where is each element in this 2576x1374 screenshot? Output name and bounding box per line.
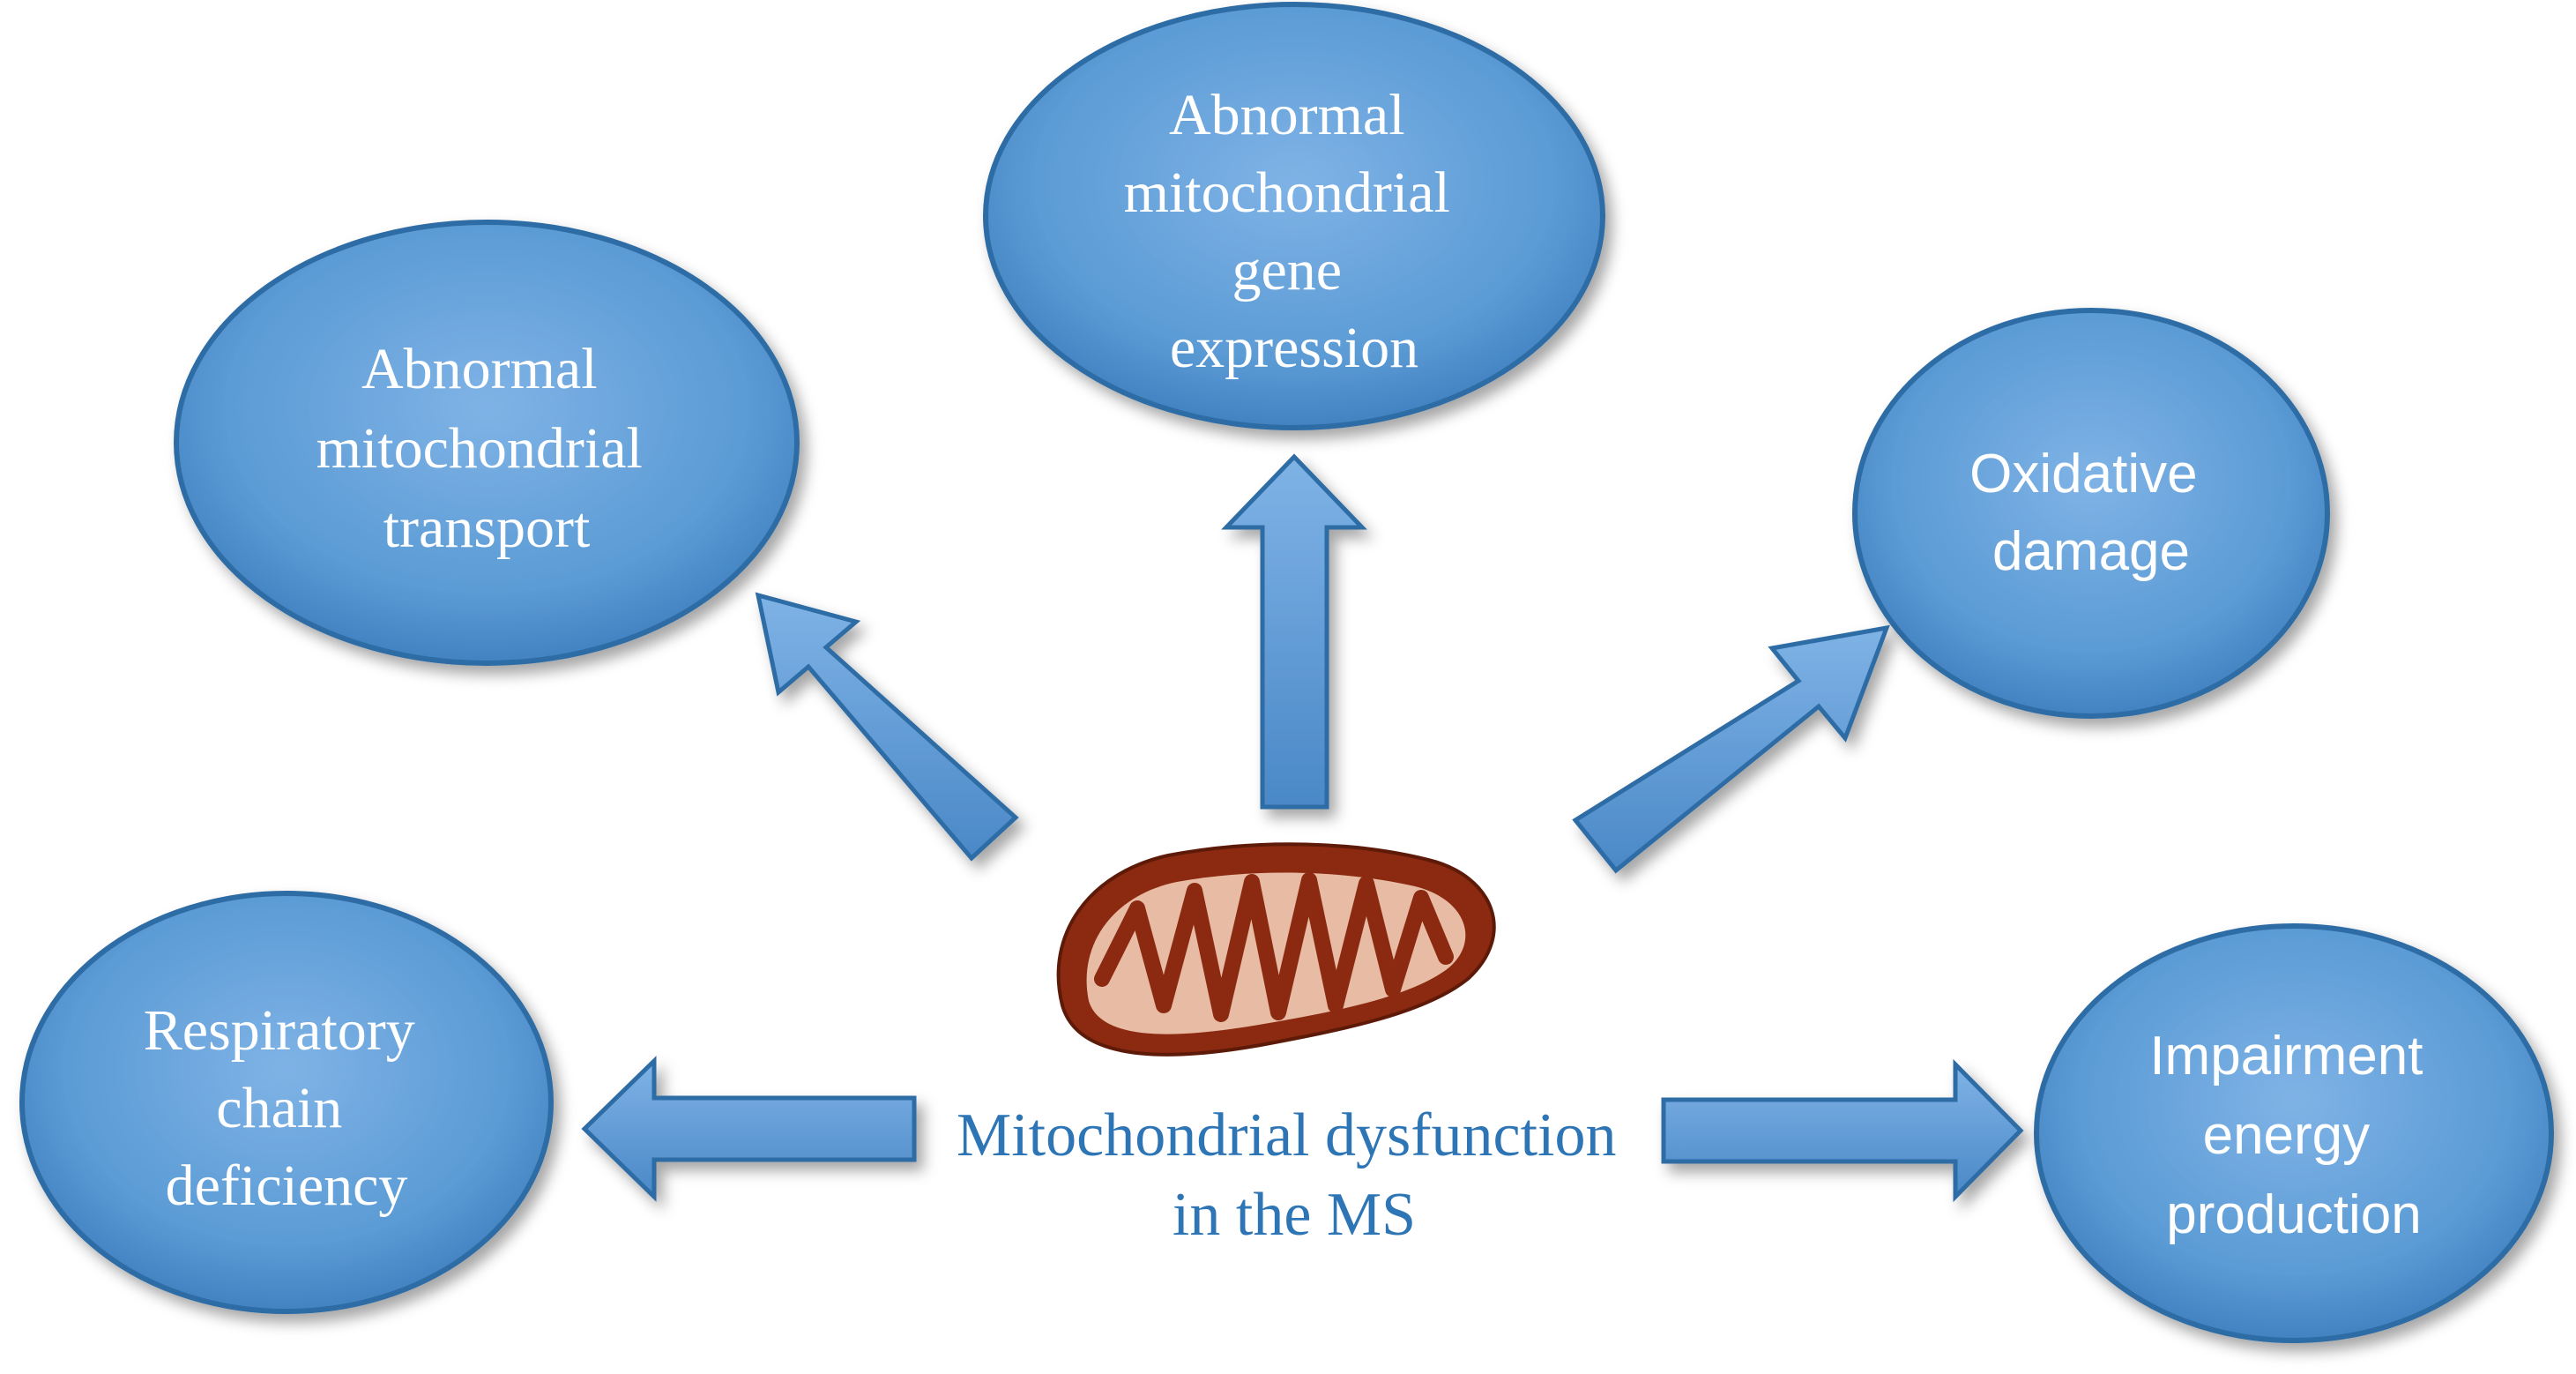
node-oxidative-line: Oxidative — [1969, 444, 2197, 504]
node-gene-expression: Abnormal mitochondrial gene expression — [983, 2, 1605, 430]
node-respiratory-line: deficiency — [166, 1154, 408, 1218]
svg-text:Abnormal mitochondrial: Abnormal mitochondrial gene expression — [1124, 83, 1465, 380]
center-label-line1: Mitochondrial dysfunction — [957, 1101, 1617, 1169]
node-energy: Impairment energy production — [2034, 923, 2554, 1343]
node-energy-line: energy — [2203, 1105, 2371, 1166]
node-respiratory: Respiratory chain deficiency — [19, 891, 554, 1314]
arrow-to-energy — [1661, 1058, 2024, 1203]
mitochondrion-icon — [1056, 842, 1496, 1057]
node-respiratory-line: chain — [216, 1076, 342, 1140]
arrow-to-transport — [755, 592, 1019, 862]
svg-text:Oxidative damage: Oxidative damage — [1969, 444, 2213, 582]
node-oxidative: Oxidative damage — [1852, 308, 2330, 719]
node-gene-line: mitochondrial — [1124, 161, 1450, 225]
node-transport-line: mitochondrial — [316, 416, 643, 481]
svg-text:Mitochondrial dysfunction: Mitochondrial dysfunction in the MS — [957, 1101, 1632, 1249]
svg-text:Impairment energy: Impairment energy production — [2149, 1026, 2438, 1245]
arrow-to-oxidative — [1572, 624, 1890, 874]
node-gene-line: Abnormal — [1169, 83, 1405, 147]
node-respiratory-line: Respiratory — [144, 998, 415, 1063]
node-transport: Abnormal mitochondrial transport — [174, 220, 800, 666]
node-oxidative-line: damage — [1992, 521, 2190, 582]
svg-text:Respiratory chain: Respiratory chain deficiency — [144, 998, 429, 1218]
arrow-to-respiratory — [581, 1056, 917, 1202]
node-transport-line: transport — [383, 496, 591, 560]
node-energy-line: Impairment — [2149, 1026, 2423, 1087]
node-energy-line: production — [2166, 1184, 2422, 1245]
node-gene-line: expression — [1170, 316, 1418, 380]
center-label-line2: in the MS — [1173, 1181, 1416, 1249]
svg-text:Abnormal mitochondrial: Abnormal mitochondrial transport — [316, 337, 658, 560]
node-transport-line: Abnormal — [361, 337, 598, 401]
arrow-to-gene-expression — [1221, 453, 1367, 810]
node-gene-line: gene — [1232, 238, 1342, 302]
